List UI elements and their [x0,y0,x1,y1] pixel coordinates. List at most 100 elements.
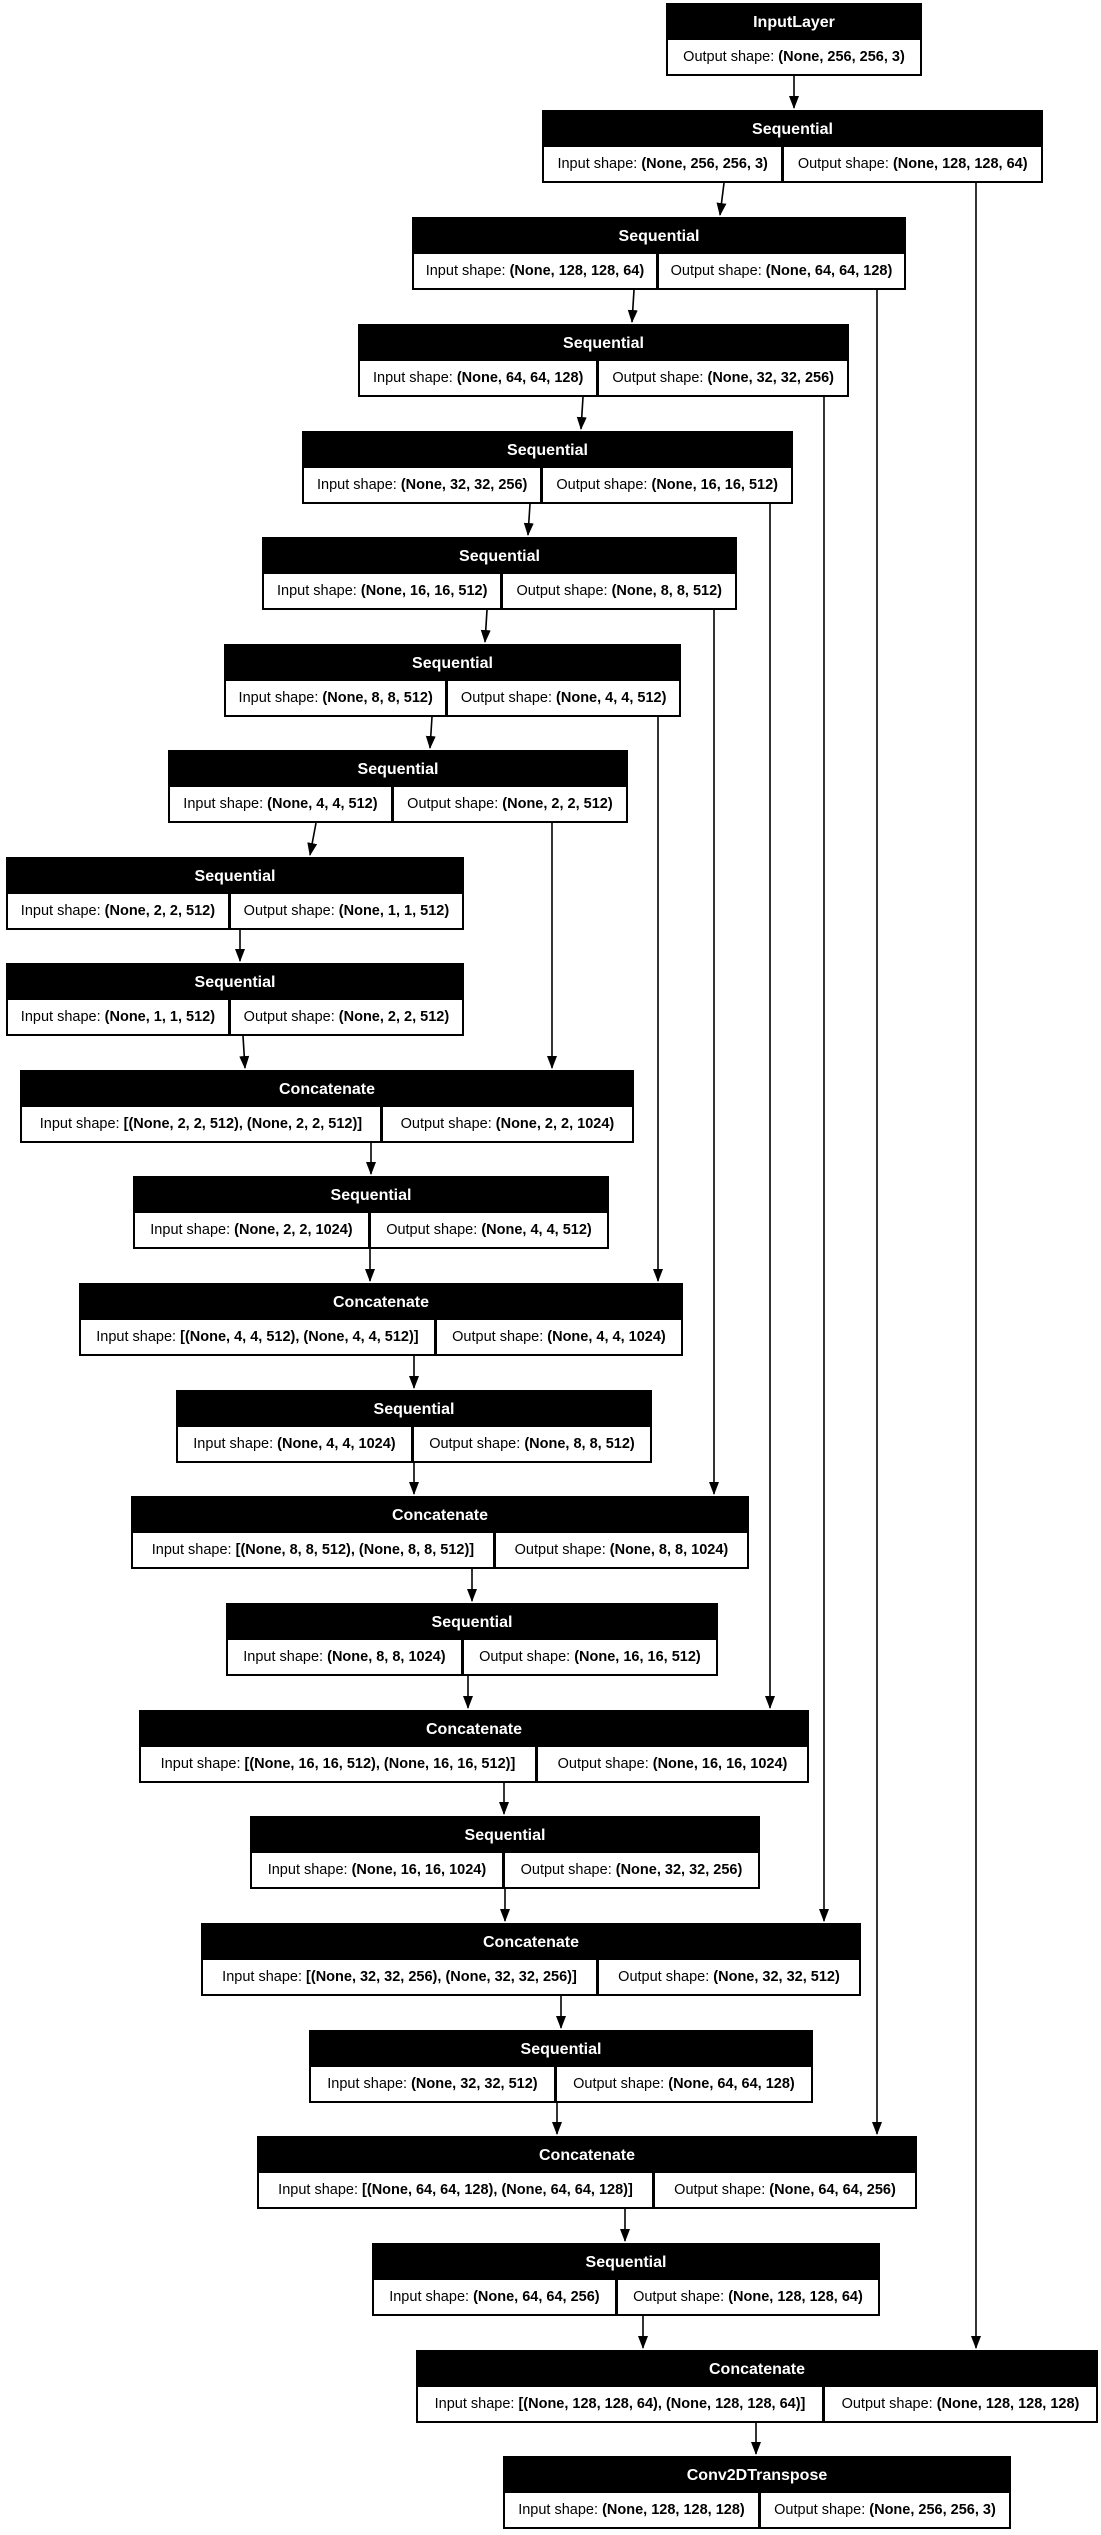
shape-label: Output shape: [573,2076,665,2092]
output-shape-cell: Output shape: (None, 128, 128, 64) [614,2280,879,2314]
shape-label: Output shape: [618,1969,710,1985]
shape-label: Input shape: [372,370,453,386]
edge-seq9-to-concat1 [239,1035,250,1069]
shape-label: Input shape: [277,583,357,599]
input-shape-cell: Input shape: (None, 2, 2, 1024) [135,1213,368,1247]
layer-type-label: Sequential [585,2254,667,2271]
edge-seq6-to-seq7 [425,716,436,749]
shape-value: (None, 1, 1, 512) [338,903,450,919]
shape-value: (None, 128, 128, 64) [892,156,1028,172]
layer-type-label: Sequential [464,1827,546,1844]
shape-value: (None, 1, 1, 512) [104,1009,216,1025]
output-shape-cell: Output shape: (None, 32, 32, 256) [596,361,848,395]
layer-type-label: Sequential [194,974,276,991]
output-shape-cell: Output shape: (None, 2, 2, 1024) [379,1107,632,1141]
shape-label: Input shape: [434,2396,515,2412]
node-sequential-down-1: Sequential Input shape: (None, 256, 256,… [542,110,1043,183]
shape-label: Input shape: [183,796,264,812]
shape-label: Input shape: [327,2076,408,2092]
node-concatenate-5: Concatenate Input shape: [(None, 32, 32,… [201,1923,861,1996]
shape-label: Output shape: [674,2182,766,2198]
shape-value: (None, 32, 32, 512) [713,1969,840,1985]
shape-label: Input shape: [151,1542,232,1558]
output-shape-cell: Output shape: (None, 128, 128, 128) [821,2387,1096,2421]
shape-label: Output shape: [400,1116,492,1132]
shape-value: (None, 64, 64, 128) [668,2076,795,2092]
input-shape-cell: Input shape: (None, 8, 8, 1024) [228,1640,461,1674]
shape-value: [(None, 32, 32, 256), (None, 32, 32, 256… [306,1969,577,1985]
shape-value: (None, 32, 32, 256) [615,1862,743,1878]
shape-label: Input shape: [316,477,397,493]
shape-value: (None, 16, 16, 512) [360,583,488,599]
layer-type-label: Sequential [330,1187,412,1204]
node-concatenate-7: Concatenate Input shape: [(None, 128, 12… [416,2350,1098,2423]
output-shape-cell: Output shape: (None, 64, 64, 128) [655,254,905,288]
input-shape-cell: Input shape: (None, 2, 2, 512) [8,894,228,928]
output-shape-cell: Output shape: (None, 16, 16, 1024) [534,1747,808,1781]
shape-label: Output shape: [243,903,335,919]
layer-type-label: Sequential [357,761,439,778]
shape-value: (None, 64, 64, 256) [769,2182,896,2198]
shape-value: [(None, 64, 64, 128), (None, 64, 64, 128… [362,2182,633,2198]
shape-value: (None, 16, 16, 512) [651,477,779,493]
shape-label: Input shape: [267,1862,348,1878]
output-shape-cell: Output shape: (None, 8, 8, 512) [410,1427,651,1461]
shape-value: (None, 8, 8, 1024) [327,1649,446,1665]
shape-value: (None, 32, 32, 512) [411,2076,538,2092]
layer-type-label: Sequential [618,228,700,245]
shape-label: Input shape: [39,1116,120,1132]
shape-label: Output shape: [670,263,762,279]
node-sequential-down-4: Sequential Input shape: (None, 32, 32, 2… [302,431,793,504]
input-shape-cell: Input shape: (None, 128, 128, 64) [414,254,656,288]
node-concatenate-4: Concatenate Input shape: [(None, 16, 16,… [139,1710,809,1783]
node-sequential-down-6: Sequential Input shape: (None, 8, 8, 512… [224,644,681,717]
input-shape-cell: Input shape: (None, 256, 256, 3) [544,147,782,181]
layer-type-label: Concatenate [332,1294,430,1311]
shape-value: (None, 4, 4, 1024) [547,1329,666,1345]
input-shape-cell: Input shape: (None, 64, 64, 128) [360,361,597,395]
node-sequential-down-7: Sequential Input shape: (None, 4, 4, 512… [168,750,628,823]
input-shape-cell: Input shape: [(None, 4, 4, 512), (None, … [81,1320,434,1354]
shape-value: (None, 32, 32, 256) [707,370,835,386]
shape-value: (None, 4, 4, 512) [481,1222,592,1238]
node-sequential-down-3: Sequential Input shape: (None, 64, 64, 1… [358,324,849,397]
output-shape-cell: Output shape: (None, 1, 1, 512) [227,894,463,928]
shape-value: (None, 16, 16, 1024) [652,1756,788,1772]
output-shape-cell: Output shape: (None, 16, 16, 512) [460,1640,717,1674]
layer-type-label: InputLayer [753,14,835,31]
shape-value: (None, 8, 8, 512) [611,583,722,599]
shape-value: (None, 4, 4, 512) [267,796,378,812]
shape-label: Output shape: [841,2396,933,2412]
shape-value: (None, 8, 8, 512) [322,690,433,706]
edge-seq3-to-seq4 [576,396,587,430]
shape-value: (None, 32, 32, 256) [400,477,528,493]
shape-value: (None, 256, 256, 3) [869,2502,996,2518]
edge-seq5-to-seq6 [480,609,491,643]
shape-value: (None, 16, 16, 512) [574,1649,701,1665]
edge-seq2-to-seq3 [627,289,638,323]
input-shape-cell: Input shape: (None, 8, 8, 512) [226,681,446,715]
shape-label: Input shape: [238,690,319,706]
shape-label: Output shape: [556,477,648,493]
shape-label: Output shape: [243,1009,335,1025]
input-shape-cell: Input shape: (None, 32, 32, 256) [304,468,541,502]
layer-type-label: Sequential [520,2041,602,2058]
output-shape-cell: Output shape: (None, 2, 2, 512) [390,787,627,821]
shape-label: Input shape: [278,2182,358,2198]
shape-value: (None, 128, 128, 128) [602,2502,745,2518]
output-shape-cell: Output shape: (None, 256, 256, 3) [757,2493,1009,2527]
shape-label: Input shape: [425,263,506,279]
shape-label: Input shape: [160,1756,241,1772]
shape-label: Output shape: [386,1222,478,1238]
shape-value: [(None, 128, 128, 64), (None, 128, 128, … [518,2396,806,2412]
shape-value: [(None, 16, 16, 512), (None, 16, 16, 512… [244,1756,516,1772]
shape-value: (None, 2, 2, 1024) [234,1222,353,1238]
shape-label: Input shape: [96,1329,177,1345]
shape-label: Input shape: [557,156,638,172]
shape-value: (None, 64, 64, 128) [765,263,893,279]
input-shape-cell: Input shape: [(None, 64, 64, 128), (None… [259,2173,652,2207]
input-shape-cell: Input shape: (None, 4, 4, 1024) [178,1427,411,1461]
shape-value: (None, 256, 256, 3) [641,156,768,172]
shape-label: Output shape: [429,1436,521,1452]
